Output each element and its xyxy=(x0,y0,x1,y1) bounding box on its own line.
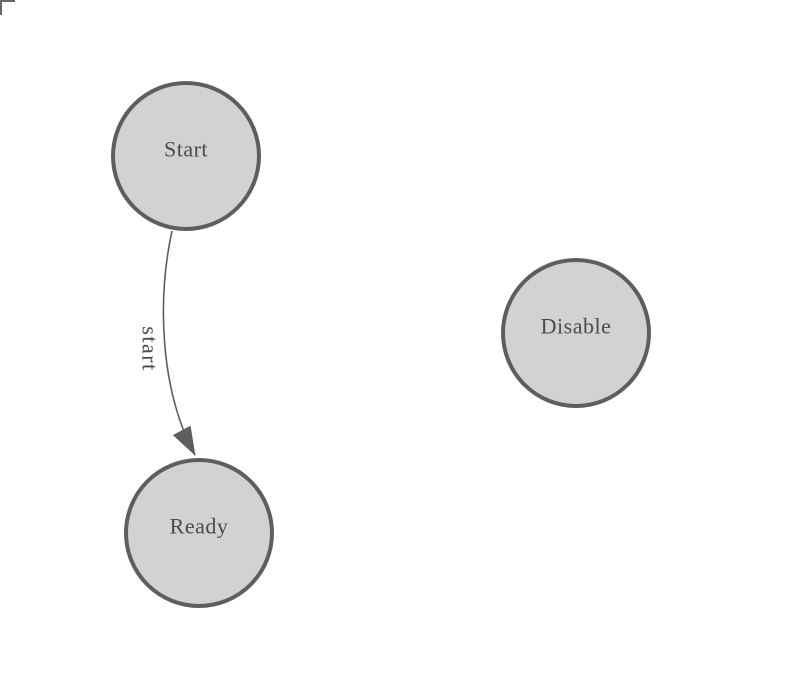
edge-path[interactable] xyxy=(162,230,196,456)
node-start-label: Start xyxy=(164,137,208,162)
node-disable[interactable]: Disable xyxy=(501,258,651,408)
node-disable-circle[interactable] xyxy=(501,258,651,408)
node-disable-label: Disable xyxy=(541,314,612,339)
edge-label: start xyxy=(138,326,163,371)
node-start[interactable]: Start xyxy=(111,81,261,231)
node-ready-label: Ready xyxy=(170,514,229,539)
node-ready[interactable]: Ready xyxy=(124,458,274,608)
corner-mark xyxy=(0,0,15,15)
node-ready-circle[interactable] xyxy=(124,458,274,608)
edge-start-ready[interactable]: start xyxy=(138,230,196,456)
node-start-circle[interactable] xyxy=(111,81,261,231)
